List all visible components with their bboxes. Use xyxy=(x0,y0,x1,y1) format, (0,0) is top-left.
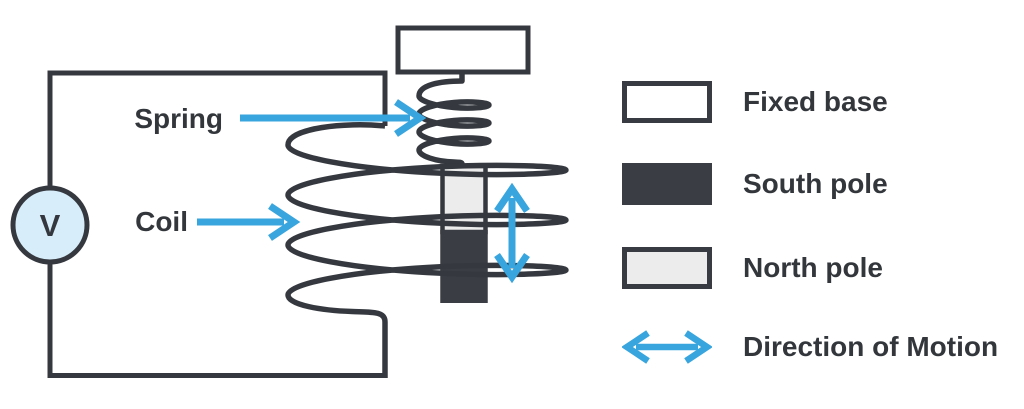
spring-label: Spring xyxy=(134,103,223,134)
fixed-base-swatch xyxy=(622,81,712,123)
legend-row-north-pole: North pole xyxy=(622,247,883,289)
legend-label-north-pole: North pole xyxy=(743,252,883,283)
direction-of-motion-arrow-icon xyxy=(622,326,712,368)
motion-direction-vertical-arrow xyxy=(494,182,530,284)
legend-label-fixed-base: Fixed base xyxy=(743,86,888,117)
legend-label-direction-of-motion: Direction of Motion xyxy=(743,331,999,362)
legend: Fixed base South pole North pole Directi… xyxy=(622,0,1024,409)
coil-label: Coil xyxy=(135,206,188,237)
spring-pointer-arrow xyxy=(240,99,427,137)
circuit-wire-bottom xyxy=(47,260,387,378)
circuit-wire-top xyxy=(47,70,388,190)
legend-label-south-pole: South pole xyxy=(743,168,888,199)
coil-helix xyxy=(285,122,569,378)
fixed-base-block xyxy=(395,25,531,75)
legend-row-south-pole: South pole xyxy=(622,163,888,205)
spring-helix xyxy=(416,72,492,168)
voltmeter-body xyxy=(10,185,90,265)
coil-pointer-arrow xyxy=(197,203,301,241)
legend-row-fixed-base: Fixed base xyxy=(622,81,888,123)
voltmeter-letter: V xyxy=(40,208,61,243)
south-pole-swatch xyxy=(622,163,712,205)
legend-row-direction-of-motion: Direction of Motion xyxy=(622,326,998,368)
north-pole-swatch xyxy=(622,247,712,289)
